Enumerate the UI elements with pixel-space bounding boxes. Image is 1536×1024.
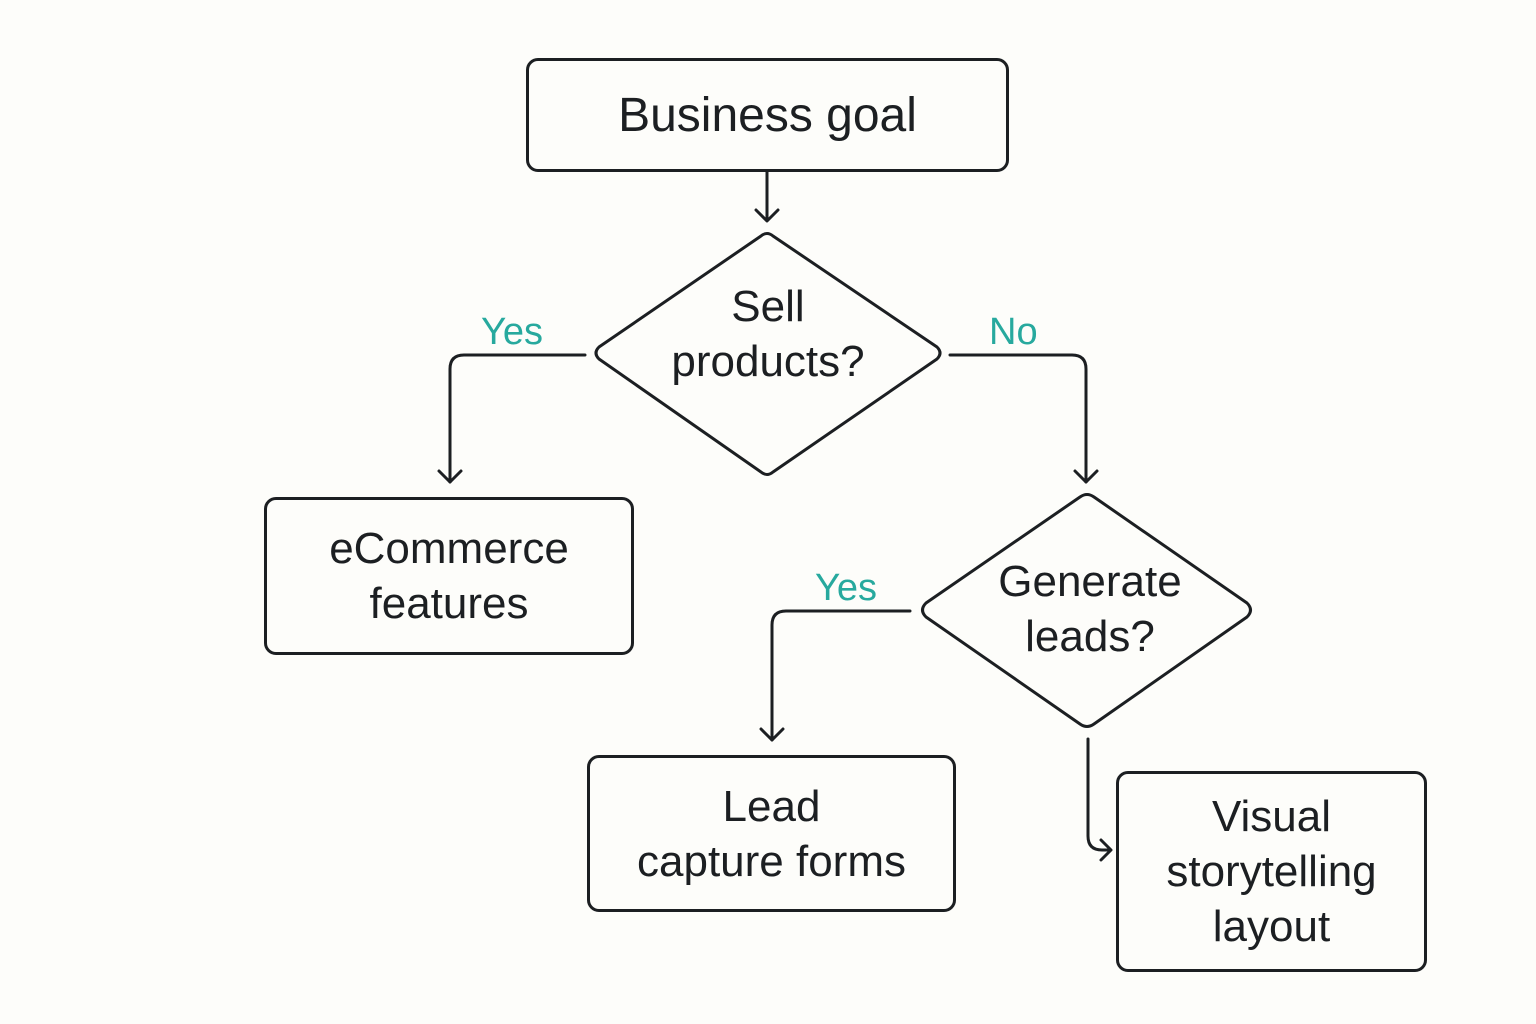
edge-leads-yes xyxy=(770,609,912,742)
node-sell-products-label: Sell products? xyxy=(671,282,865,386)
node-business-goal: Business goal xyxy=(526,58,1009,172)
node-ecommerce-features: eCommerce features xyxy=(264,497,634,655)
edge-sell-yes xyxy=(448,353,587,484)
arrowhead-leads-to-visual xyxy=(1099,838,1113,862)
label-leads-yes: Yes xyxy=(815,567,877,609)
decision-diamond-leads xyxy=(921,493,1252,728)
node-lead-capture-forms: Lead capture forms xyxy=(587,755,956,912)
node-visual-storytelling-layout: Visual storytelling layout xyxy=(1116,771,1427,972)
label-sell-yes: Yes xyxy=(481,311,543,353)
node-lead-capture-forms-label: Lead capture forms xyxy=(637,781,906,886)
decision-diamond-sell xyxy=(594,232,942,476)
arrowhead-leads-yes xyxy=(759,727,785,742)
arrowhead-sell-yes xyxy=(437,469,463,484)
arrowhead-goal-to-sell xyxy=(754,208,780,223)
node-business-goal-label: Business goal xyxy=(618,88,917,142)
node-visual-storytelling-layout-label: Visual storytelling layout xyxy=(1166,792,1377,951)
edge-sell-no xyxy=(948,353,1088,484)
edge-leads-to-visual xyxy=(1086,737,1112,852)
arrowhead-sell-no xyxy=(1073,469,1099,484)
node-generate-leads-label: Generate leads? xyxy=(998,557,1182,661)
label-sell-no: No xyxy=(989,311,1038,353)
node-ecommerce-features-label: eCommerce features xyxy=(329,524,569,628)
